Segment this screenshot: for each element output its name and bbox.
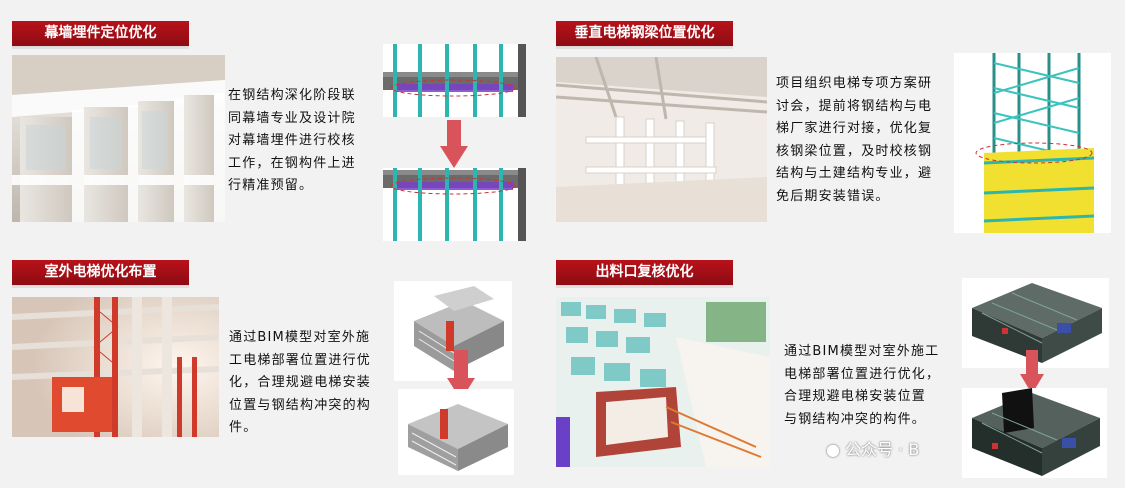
watermark: ● 公众号 · B (826, 436, 919, 460)
section-title-curtain-wall: 幕墙埋件定位优化 (12, 21, 189, 49)
steel-model-before-image (962, 278, 1109, 368)
section-text-curtain-wall: 在钢结构深化阶段联 同幕墙专业及设计院 对幕墙埋件进行校核 工作，在钢构件上进 … (228, 85, 388, 198)
text-line: 在钢结构深化阶段联 (228, 88, 356, 103)
section-title-material-outlet: 出料口复核优化 (556, 260, 733, 288)
text-line: 核钢梁位置，及时校核钢 (776, 143, 933, 159)
arrow-down-icon (1020, 350, 1044, 394)
text-line: 同幕墙专业及设计院 (228, 110, 356, 126)
elevator-beam-render-image (556, 57, 767, 222)
text-line: 件。 (229, 420, 258, 436)
text-line: 结构与土建结构专业，避 (776, 166, 933, 182)
text-line: 位置与钢结构冲突的构 (229, 397, 372, 413)
material-outlet-render-image (556, 297, 770, 467)
embedded-parts-before-image (383, 44, 526, 117)
section-text-material-outlet: 通过BIM模型对室外施工 电梯部署位置进行优化， 合理规避电梯安装位置 与钢结构… (784, 341, 964, 431)
text-line: 化，合理规避电梯安装 (229, 375, 372, 391)
text-line: 通过BIM模型对室外施工 (784, 344, 940, 359)
section-title-elevator-beam: 垂直电梯钢梁位置优化 (556, 21, 733, 49)
text-line: 与钢结构冲突的构件。 (784, 411, 927, 427)
text-line: 通过BIM模型对室外施 (229, 330, 371, 345)
section-text-outdoor-elevator: 通过BIM模型对室外施 工电梯部署位置进行优 化，合理规避电梯安装 位置与钢结构… (229, 327, 389, 440)
building-model-before-image (394, 281, 512, 381)
section-text-elevator-beam: 项目组织电梯专项方案研 讨会，提前将钢结构与电 梯厂家进行对接，优化复 核钢梁位… (776, 73, 956, 209)
text-line: 电梯部署位置进行优化， (784, 366, 941, 382)
section-title-outdoor-elevator: 室外电梯优化布置 (12, 260, 189, 288)
outdoor-elevator-render-image (12, 297, 219, 437)
arrow-down-icon (440, 120, 468, 168)
elevator-shaft-model-image (954, 53, 1111, 233)
wechat-icon: ● (826, 440, 840, 459)
text-line: 合理规避电梯安装位置 (784, 389, 927, 405)
text-line: 行精准预留。 (228, 178, 314, 194)
text-line: 工电梯部署位置进行优 (229, 352, 372, 368)
text-line: 项目组织电梯专项方案研 (776, 76, 933, 91)
text-line: 讨会，提前将钢结构与电 (776, 98, 933, 114)
text-line: 免后期安装错误。 (776, 188, 890, 204)
watermark-text: 公众号 · B (845, 440, 920, 459)
curtain-wall-render-image (12, 55, 225, 222)
embedded-parts-after-image (383, 168, 526, 241)
steel-model-after-image (962, 388, 1107, 478)
building-model-after-image (398, 389, 514, 475)
text-line: 工作，在钢构件上进 (228, 155, 356, 171)
text-line: 梯厂家进行对接，优化复 (776, 121, 933, 137)
text-line: 对幕墙埋件进行校核 (228, 133, 356, 149)
